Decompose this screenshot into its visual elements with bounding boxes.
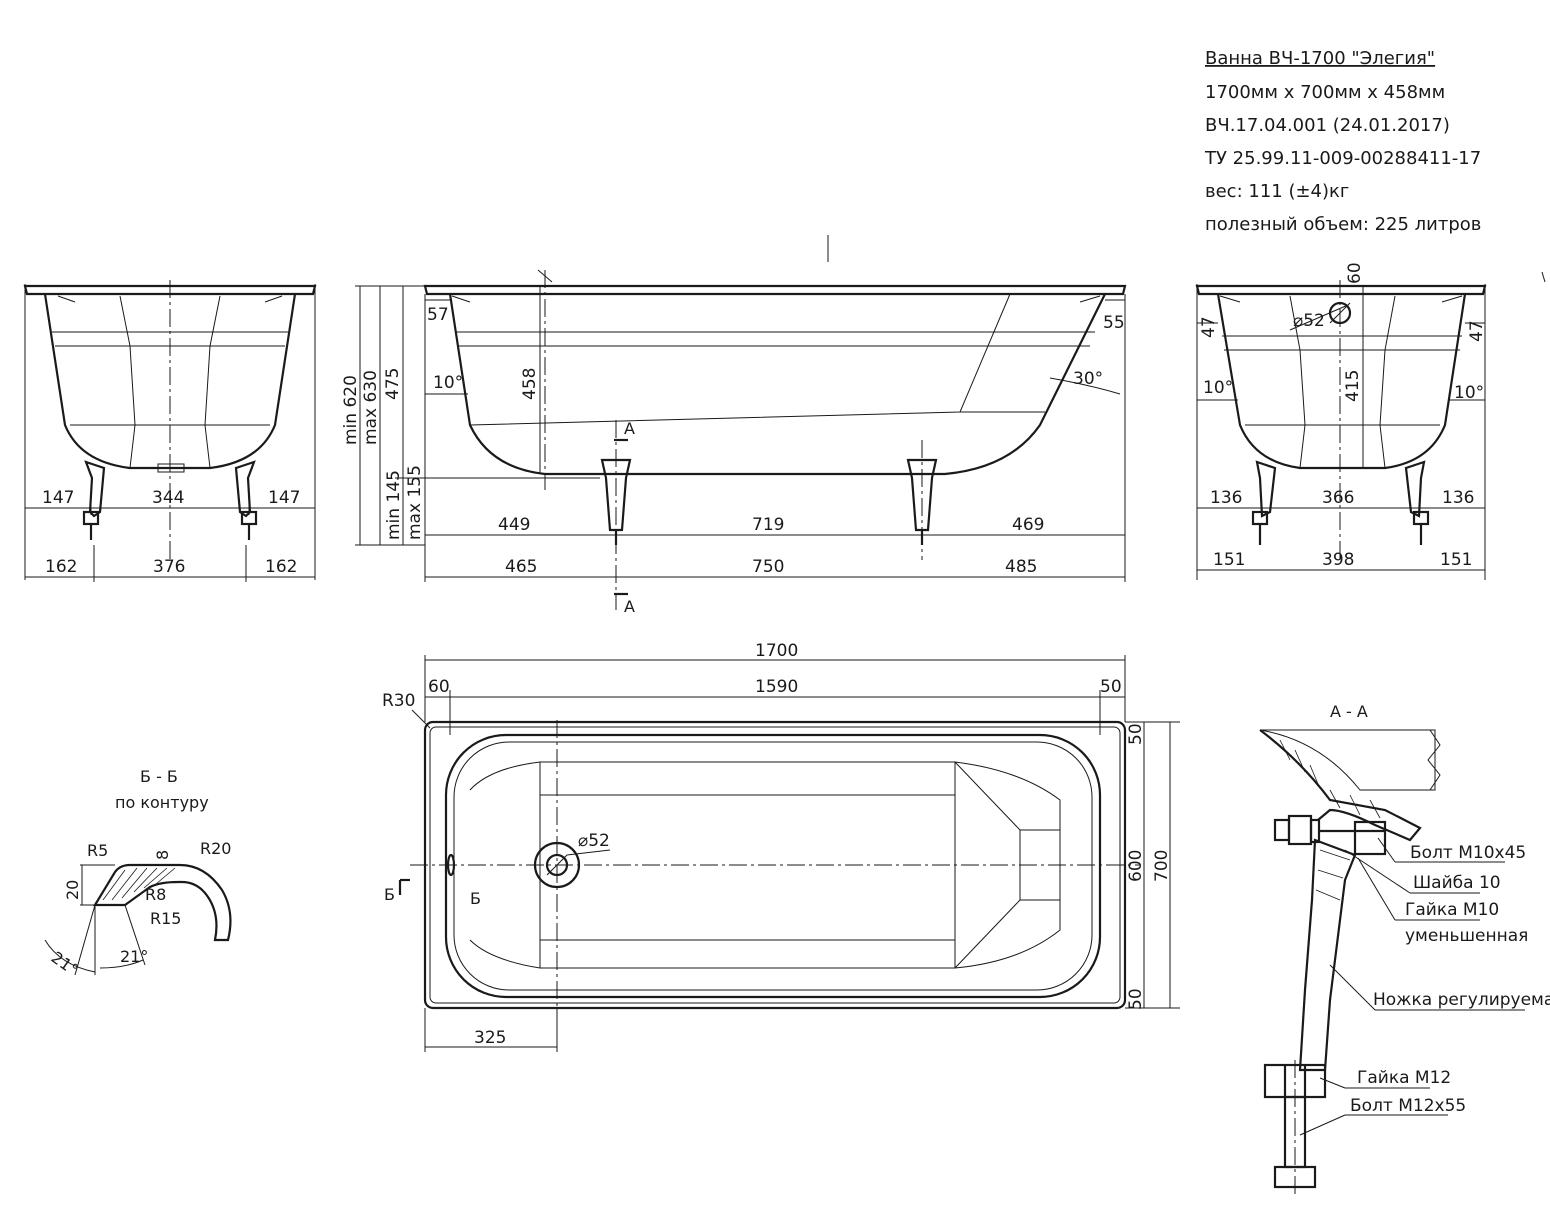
- dimension-label: 415: [1343, 370, 1363, 402]
- title-block: Ванна ВЧ-1700 "Элегия" 1700мм х 700мм х …: [1204, 48, 1481, 235]
- dimension-label: R30: [382, 691, 415, 711]
- front-leg-left: [600, 458, 632, 532]
- dimension-label: 10°: [433, 373, 463, 393]
- plan-inner-bowl: [444, 733, 1102, 999]
- dimension-label: R20: [200, 839, 231, 858]
- dimension-label: 469: [1012, 515, 1044, 535]
- dimension-label: 21°: [120, 947, 148, 966]
- dimension-label: 750: [752, 557, 784, 577]
- dimension-label: уменьшенная: [1405, 926, 1528, 946]
- dimension-label: min 145: [384, 470, 404, 540]
- dimension-label: R15: [150, 909, 181, 928]
- dimension-label: А - А: [1330, 702, 1368, 721]
- dimension-label: 21°: [48, 948, 82, 980]
- dimension-label: Гайка М10: [1405, 900, 1499, 920]
- dimension-label: 719: [752, 515, 784, 535]
- dimension-label: 50: [1100, 677, 1122, 697]
- product-spec: ТУ 25.99.11-009-00288411-17: [1204, 148, 1481, 169]
- dimension-label: 60: [1345, 262, 1365, 284]
- front-body: [448, 293, 1106, 476]
- dimension-label: 10°: [1454, 383, 1484, 403]
- dimension-label: Б: [384, 885, 395, 904]
- dimension-label: Шайба 10: [1413, 873, 1501, 893]
- dimension-label: 151: [1440, 550, 1472, 570]
- dimension-label: 50: [1126, 988, 1146, 1010]
- side-view-right: ⌀52 60 415 47 47 10° 10° 136 366 136 151…: [1195, 262, 1487, 580]
- dimension-label: 458: [520, 368, 540, 400]
- dimension-label: Болт М12х55: [1350, 1096, 1466, 1116]
- dimension-label: 47: [1199, 316, 1219, 338]
- dimension-label: 366: [1322, 488, 1354, 508]
- dimension-label: 55: [1103, 313, 1125, 333]
- product-volume: полезный объем: 225 литров: [1205, 214, 1481, 235]
- adjustable-leg: [1298, 838, 1357, 1072]
- dimension-label: А: [624, 419, 635, 438]
- dimension-label: 1700: [755, 641, 798, 661]
- dimension-label: 8: [153, 850, 172, 860]
- dimension-label: max 155: [405, 465, 425, 540]
- side-view-left: 147 344 147 162 376 162: [23, 280, 317, 582]
- dimension-label: Б - Б: [140, 767, 178, 786]
- front-leg-right: [906, 458, 938, 532]
- dimension-label: Ножка регулируемая: [1373, 990, 1550, 1010]
- dimension-label: Гайка М12: [1357, 1068, 1451, 1088]
- front-view: А А min 620 max 630 475 min 145 max 155 …: [341, 269, 1127, 616]
- left-leg: [84, 460, 106, 518]
- dimension-label: 147: [42, 488, 74, 508]
- dimension-label: ⌀52: [578, 831, 610, 851]
- dimension-label: 376: [153, 557, 185, 577]
- right-leg: [234, 460, 256, 518]
- rim-profile: [93, 863, 232, 942]
- section-b-b: Б - Б по контуру 20 R5 R20 8 R8 R15 21° …: [44, 767, 232, 980]
- dimension-label: Болт М10х45: [1410, 843, 1526, 863]
- dimension-label: 147: [268, 488, 300, 508]
- plan-drain: [533, 841, 581, 889]
- dimension-label: 50: [1126, 723, 1146, 745]
- product-code: ВЧ.17.04.001 (24.01.2017): [1205, 115, 1450, 136]
- dimension-label: 485: [1005, 557, 1037, 577]
- dimension-label: Б: [470, 889, 481, 908]
- dimension-label: 465: [505, 557, 537, 577]
- dimension-label: 325: [474, 1028, 506, 1048]
- front-rim: [423, 284, 1127, 296]
- dimension-label: 20: [63, 880, 82, 900]
- section-a-a: А - А Болт М10х45 Шайба 10 Гайка М10 уме…: [1259, 702, 1550, 1195]
- dimension-label: 162: [45, 557, 77, 577]
- dimension-label: 151: [1213, 550, 1245, 570]
- dimension-label: 344: [152, 488, 184, 508]
- product-weight: вес: 111 (±4)кг: [1205, 181, 1349, 202]
- dimension-label: R8: [145, 885, 166, 904]
- dimension-label: min 620: [341, 375, 361, 445]
- dimension-label: 57: [427, 305, 449, 325]
- dimension-label: 449: [498, 515, 530, 535]
- dimension-label: 60: [428, 677, 450, 697]
- product-name: Ванна ВЧ-1700 "Элегия": [1205, 48, 1435, 69]
- dimension-label: 162: [265, 557, 297, 577]
- dimension-label: по контуру: [115, 793, 209, 812]
- dimension-label: 600: [1126, 850, 1146, 882]
- tub-rim: [23, 284, 317, 296]
- dimension-label: R5: [87, 841, 108, 860]
- product-size: 1700мм х 700мм х 458мм: [1205, 82, 1445, 103]
- dimension-label: ⌀52: [1293, 311, 1325, 331]
- dimension-label: 136: [1442, 488, 1474, 508]
- dimension-label: 700: [1152, 850, 1172, 882]
- dimension-label: А: [624, 597, 635, 616]
- dimension-label: 475: [383, 368, 403, 400]
- dimension-label: 1590: [755, 677, 798, 697]
- dimension-label: 47: [1467, 320, 1487, 342]
- dimension-label: 136: [1210, 488, 1242, 508]
- dimension-label: max 630: [361, 370, 381, 445]
- dimension-label: 10°: [1203, 378, 1233, 398]
- dimension-label: 398: [1322, 550, 1354, 570]
- dimension-label: 30°: [1073, 369, 1103, 389]
- bolt-m10-head: [1273, 818, 1291, 842]
- plan-view: ⌀52 Б Б 1700 60 1590 50 R30 50 600 700 5…: [382, 641, 1180, 1052]
